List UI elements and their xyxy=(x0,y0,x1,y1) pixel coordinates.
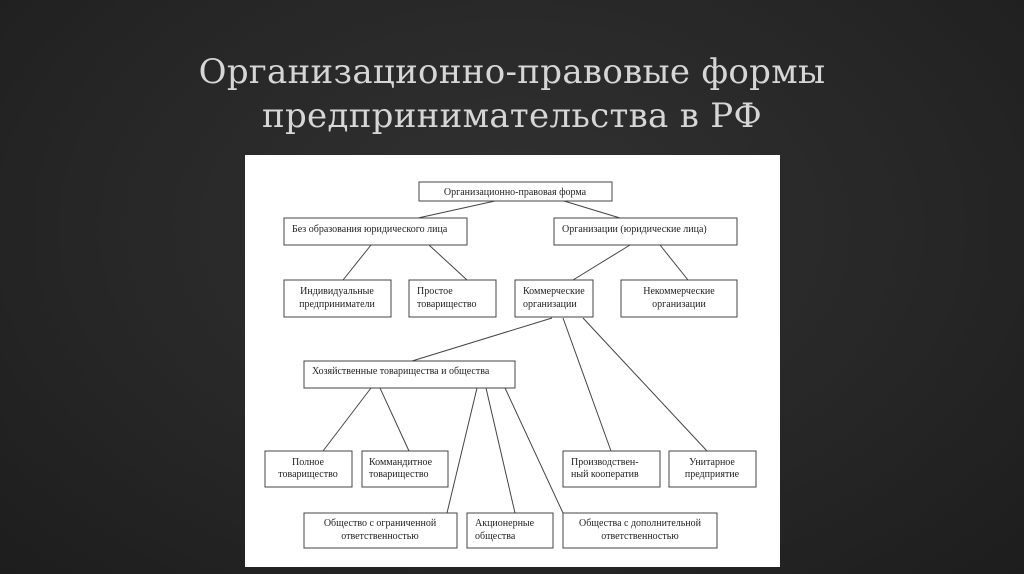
svg-text:товарищество: товарищество xyxy=(369,469,428,480)
svg-text:организации: организации xyxy=(523,299,577,310)
svg-text:Коммандитное: Коммандитное xyxy=(369,457,433,468)
connector xyxy=(322,387,372,452)
node-unitary-enterprise: Унитарное предприятие xyxy=(668,450,757,488)
svg-text:организации: организации xyxy=(652,299,706,310)
svg-text:Хозяйственные товарищества и о: Хозяйственные товарищества и общества xyxy=(312,366,490,377)
svg-text:ответственностью: ответственностью xyxy=(341,531,419,542)
connector xyxy=(659,244,689,281)
svg-text:Общества с дополнительной: Общества с дополнительной xyxy=(579,518,702,529)
connector xyxy=(411,317,553,362)
connector xyxy=(563,200,621,219)
connector xyxy=(572,244,631,281)
svg-text:ответственностью: ответственностью xyxy=(601,531,679,542)
svg-text:Организационно-правовая форма: Организационно-правовая форма xyxy=(444,187,587,198)
node-additional-liability: Общества с дополнительной ответственност… xyxy=(562,512,718,549)
node-no-legal-entity: Без образования юридического лица xyxy=(283,217,468,246)
svg-text:ный кооператив: ный кооператив xyxy=(571,469,639,480)
node-individual-entrepreneurs: Индивидуальные предприниматели xyxy=(283,279,392,318)
svg-text:предприятие: предприятие xyxy=(685,469,740,480)
node-organizations: Организации (юридические лица) xyxy=(553,217,738,246)
connector xyxy=(342,244,372,281)
slide-title-line-2: предпринимательства в РФ xyxy=(262,96,762,136)
svg-text:Организации (юридические лица): Организации (юридические лица) xyxy=(562,224,707,235)
node-production-cooperative: Производствен- ный кооператив xyxy=(562,450,661,488)
svg-text:товарищество: товарищество xyxy=(278,469,337,480)
svg-text:Простое: Простое xyxy=(417,286,453,297)
connector xyxy=(582,317,708,452)
svg-text:товарищество: товарищество xyxy=(417,299,476,310)
svg-text:Индивидуальные: Индивидуальные xyxy=(300,286,374,297)
slide-title-line-1: Организационно-правовые формы xyxy=(198,52,826,92)
svg-text:Полное: Полное xyxy=(292,457,325,468)
svg-text:общества: общества xyxy=(475,531,516,542)
svg-text:Некоммерческие: Некоммерческие xyxy=(643,286,715,297)
connector-lines xyxy=(322,200,708,514)
node-noncommercial: Некоммерческие организации xyxy=(620,279,738,318)
slide-title: Организационно-правовые формы предприним… xyxy=(0,50,1024,138)
connector xyxy=(379,387,410,452)
node-commercial: Коммерческие организации xyxy=(514,279,594,318)
node-full-partnership: Полное товарищество xyxy=(264,450,353,488)
node-root: Организационно-правовая форма xyxy=(418,181,613,202)
node-limited-partnership: Коммандитное товарищество xyxy=(361,450,449,488)
node-business-partnerships: Хозяйственные товарищества и общества xyxy=(303,360,516,389)
node-simple-partnership: Простое товарищество xyxy=(408,279,497,318)
svg-text:Унитарное: Унитарное xyxy=(689,457,735,468)
node-joint-stock: Акционерные общества xyxy=(466,512,554,549)
svg-text:Производствен-: Производствен- xyxy=(571,457,639,468)
connector xyxy=(504,387,564,514)
svg-text:Коммерческие: Коммерческие xyxy=(523,286,585,297)
svg-text:Общество с ограниченной: Общество с ограниченной xyxy=(324,518,437,529)
svg-text:предприниматели: предприниматели xyxy=(299,299,375,310)
connector xyxy=(417,200,496,219)
node-llc: Общество с ограниченной ответственностью xyxy=(303,512,458,549)
connector xyxy=(428,244,468,281)
connector xyxy=(485,387,516,514)
svg-text:Без образования юридического л: Без образования юридического лица xyxy=(292,224,448,235)
connector xyxy=(446,387,478,514)
svg-text:Акционерные: Акционерные xyxy=(475,518,535,529)
connector xyxy=(562,317,612,452)
